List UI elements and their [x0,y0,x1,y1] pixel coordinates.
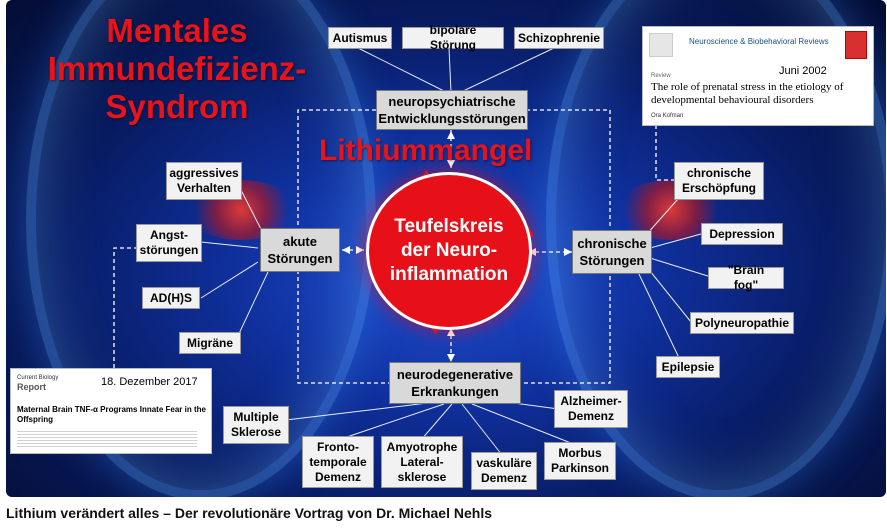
hub-neurodegenerative: neurodegenerative Erkrankungen [389,362,521,404]
paper-neuroscience-reviews: Neuroscience & Biobehavioral Reviews Jun… [642,26,874,126]
hub-acute-disorders: akute Störungen [260,228,340,272]
paper-title: The role of prenatal stress in the etiol… [651,81,844,106]
paper-title: Maternal Brain TNF-α Programs Innate Fea… [17,405,206,424]
hub-chronic-disorders: chronische Störungen [572,230,652,274]
item-migraine: Migräne [179,332,241,354]
paper-author: Ora Kofman [651,113,684,119]
item-chronic-fatigue: chronische Erschöpfung [674,162,764,200]
video-caption[interactable]: Lithium verändert alles – Der revolution… [6,505,492,521]
journal-name: Neuroscience & Biobehavioral Reviews [689,37,829,46]
lithium-deficiency-label: Lithiummangel [319,134,533,167]
item-schizophrenia: Schizophrenie [514,27,604,49]
journal-cover-icon [845,31,867,59]
item-multiple-sclerosis: Multiple Sklerose [223,406,289,444]
item-adhd: AD(H)S [142,287,200,309]
slide-image: Mentales Immundefizienz- Syndrom Lithium… [6,0,886,497]
paper-type: Review [651,73,671,79]
syndrome-title: Mentales Immundefizienz- Syndrom [47,12,307,125]
item-frontotemporal-dementia: Fronto- temporale Demenz [302,436,374,488]
item-aggressive-behavior: aggressives Verhalten [166,162,242,200]
hub-neurodevelopmental: neuropsychiatrische Entwicklungsstörunge… [376,90,528,130]
item-parkinson: Morbus Parkinson [544,442,616,480]
item-vascular-dementia: vaskuläre Demenz [471,452,537,490]
item-bipolar: bipolare Störung [402,23,504,52]
paper-date: 18. Dezember 2017 [101,376,198,388]
journal-line-1: Current Biology [17,375,59,381]
item-alzheimer: Alzheimer- Demenz [554,390,628,428]
item-depression: Depression [701,223,783,245]
paper-date: Juni 2002 [779,65,827,77]
item-autism: Autismus [328,27,392,49]
journal-line-2: Report [17,382,46,392]
paper-current-biology: Current Biology Report 18. Dezember 2017… [10,368,212,454]
journal-logo-icon [649,33,673,57]
paper-author-lines [17,429,197,447]
vicious-circle-center: Teufelskreis der Neuro- inflammation [366,172,532,330]
item-epilepsy: Epilepsie [656,356,720,378]
item-anxiety: Angst- störungen [136,224,202,262]
item-brain-fog: "Brain fog" [708,263,784,292]
item-als: Amyotrophe Lateral- sklerose [381,436,463,488]
item-polyneuropathy: Polyneuropathie [690,312,794,334]
right-head-silhouette [546,0,886,497]
